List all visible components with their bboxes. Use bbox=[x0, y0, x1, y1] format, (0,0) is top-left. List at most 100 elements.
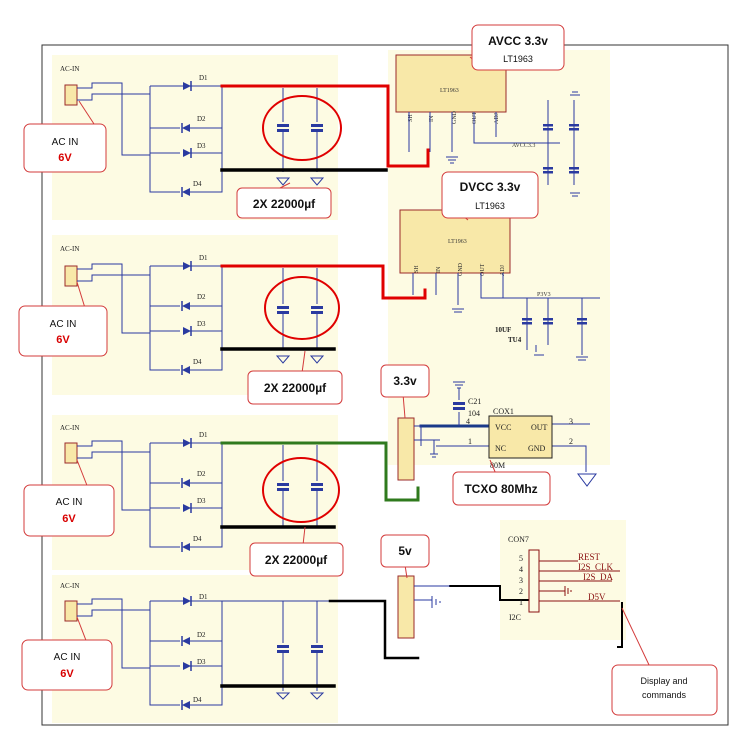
cap-highlight-circles bbox=[262, 95, 342, 523]
callout-line1: AC IN bbox=[54, 652, 81, 663]
avcc-input-wire bbox=[220, 84, 430, 168]
cap-callout-1: 2X 22000µf bbox=[236, 182, 332, 219]
display-voltage-callout: 5v bbox=[380, 534, 430, 579]
ac-in-label: AC-IN bbox=[60, 424, 79, 432]
callout-line2: 6V bbox=[58, 152, 72, 164]
callout-line1: AC IN bbox=[52, 137, 79, 148]
pin-2: 2 bbox=[519, 587, 523, 596]
callout-text: 5v bbox=[398, 544, 412, 558]
pin-number-3: 3 bbox=[569, 417, 573, 426]
diode-d2-icon bbox=[182, 124, 190, 132]
display-header bbox=[397, 575, 415, 639]
ac-in-callout-4: AC IN 6V bbox=[21, 616, 113, 691]
pin-1: 1 bbox=[519, 598, 523, 607]
ac-in-label: AC-IN bbox=[60, 582, 79, 590]
rectifier-block-3: AC-IN D1 D2 D3 D4 bbox=[60, 424, 323, 552]
pin-number-2: 2 bbox=[569, 437, 573, 446]
ac-input-connector bbox=[64, 600, 78, 622]
d2-label: D2 bbox=[197, 470, 206, 478]
pin-gnd: GND bbox=[458, 262, 464, 276]
d2-label: D2 bbox=[197, 631, 206, 639]
callout-text: 3.3v bbox=[393, 374, 417, 388]
callout-line2: 6V bbox=[56, 334, 70, 346]
avcc-callout: AVCC 3.3v LT1963 bbox=[469, 24, 565, 71]
callout-text: 2X 22000µf bbox=[253, 197, 316, 211]
callout-title: DVCC 3.3v bbox=[460, 180, 521, 194]
cap-circle-3 bbox=[262, 457, 340, 523]
callout-title: AVCC 3.3v bbox=[488, 34, 548, 48]
callout-text: 2X 22000µf bbox=[265, 553, 328, 567]
pin-adj: ADJ bbox=[494, 112, 500, 124]
avcc-regulator: LT1963 SH IN GND OUT ADJ AVCC3.3 bbox=[395, 54, 580, 197]
cap-callout-3: 2X 22000µf bbox=[249, 526, 344, 577]
diode-d3-icon bbox=[183, 149, 191, 157]
d1-label: D1 bbox=[199, 74, 208, 82]
connector-5v-wire bbox=[449, 585, 536, 601]
dvcc-input-wire bbox=[220, 264, 427, 300]
dvcc-net-label: P3V3 bbox=[537, 292, 551, 298]
d1-label: D1 bbox=[199, 431, 208, 439]
ac-input-connector bbox=[64, 84, 78, 106]
d4-label: D4 bbox=[193, 696, 202, 704]
cap-10uf-label: 10UF bbox=[495, 326, 511, 334]
ground-icon bbox=[577, 473, 597, 487]
d1-label: D1 bbox=[199, 254, 208, 262]
pin-in: IN bbox=[436, 266, 442, 273]
pin-out: OUT bbox=[472, 111, 478, 124]
signal-i2s-da: I2S_DA bbox=[583, 572, 614, 582]
rectifier-block-4: AC-IN D1 D2 D3 D4 bbox=[60, 582, 330, 710]
avcc-net-label: AVCC3.3 bbox=[512, 143, 535, 149]
pin-out: OUT bbox=[480, 263, 486, 276]
cox1-label: COX1 bbox=[493, 407, 514, 416]
pin-gnd: GND bbox=[452, 110, 458, 124]
ac-in-callout-3: AC IN 6V bbox=[23, 459, 115, 537]
cap-tu4-label: TU4 bbox=[508, 336, 522, 344]
ac-in-label: AC-IN bbox=[60, 245, 79, 253]
callout-sub: LT1963 bbox=[475, 201, 505, 211]
callout-line1: AC IN bbox=[56, 497, 83, 508]
c21-label: C21 bbox=[468, 397, 481, 406]
ac-in-callout-1: AC IN 6V bbox=[23, 100, 107, 173]
osc-voltage-callout: 3.3v bbox=[380, 364, 430, 419]
pin-vcc: VCC bbox=[495, 423, 511, 432]
callout-line2: 6V bbox=[62, 513, 76, 525]
rectifier-block-1: AC-IN D1 D2 D3 D4 bbox=[60, 65, 325, 197]
pin-sh: SH bbox=[414, 265, 420, 273]
i2c-connector: CON7 5 4 3 2 1 REST I2S_CLK I2S_DA D5V I… bbox=[397, 535, 620, 639]
pin-number-1: 1 bbox=[468, 437, 472, 446]
ac-input-connector bbox=[64, 442, 78, 464]
dvcc-regulator: LT1963 SH IN GND OUT ADJ P3V3 10UF TU4 bbox=[399, 209, 600, 361]
pin-nc: NC bbox=[495, 444, 506, 453]
callout-line2: 6V bbox=[60, 668, 74, 680]
d4-label: D4 bbox=[193, 358, 202, 366]
pin-number-4: 4 bbox=[466, 417, 470, 426]
d5v-wire bbox=[617, 602, 623, 648]
pin-5: 5 bbox=[519, 554, 523, 563]
callout-text: 2X 22000µf bbox=[264, 381, 327, 395]
oscillator-chip bbox=[488, 415, 553, 459]
d3-label: D3 bbox=[197, 497, 206, 505]
highlight-wires bbox=[220, 84, 623, 688]
d3-label: D3 bbox=[197, 320, 206, 328]
lt1963-chip bbox=[395, 54, 507, 113]
callout-text: TCXO 80Mhz bbox=[464, 482, 537, 496]
pin-4: 4 bbox=[519, 565, 523, 574]
pin-gnd: GND bbox=[528, 444, 546, 453]
cap-circle-2 bbox=[264, 276, 340, 340]
diode-d4-icon bbox=[182, 188, 190, 196]
con7-body bbox=[528, 549, 540, 613]
d2-label: D2 bbox=[197, 293, 206, 301]
pin-sh: SH bbox=[408, 114, 414, 122]
pin-adj: ADJ bbox=[500, 264, 506, 276]
tcxo-callout: TCXO 80Mhz bbox=[452, 459, 551, 506]
d3-label: D3 bbox=[197, 142, 206, 150]
d4-label: D4 bbox=[193, 180, 202, 188]
cap-circle-1 bbox=[262, 95, 342, 161]
diode-d1-icon bbox=[183, 82, 191, 90]
display-supply-wire bbox=[328, 599, 420, 660]
callout-line2: commands bbox=[642, 690, 687, 700]
c21-value: 104 bbox=[468, 409, 480, 418]
ac-in-callout-2: AC IN 6V bbox=[18, 281, 108, 357]
i2c-name-label: I2C bbox=[509, 613, 521, 622]
